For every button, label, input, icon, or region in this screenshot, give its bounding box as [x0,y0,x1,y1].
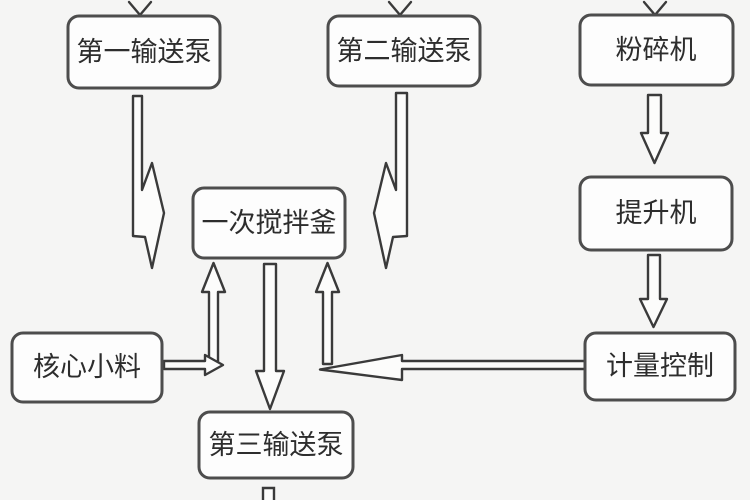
arrow-pump1-to-kettle1 [131,94,166,270]
node-pump1: 第一输送泵 [66,14,222,90]
arrow-top-into-pump1 [127,0,153,17]
node-elevator: 提升机 [578,175,734,252]
node-elevator-label: 提升机 [616,198,697,228]
node-pump1-label: 第一输送泵 [77,37,212,67]
node-pump2: 第二输送泵 [326,14,482,88]
node-pump2-label: 第二输送泵 [337,36,472,66]
arrow-pump2-to-kettle1 [372,91,409,270]
arrow-up-right-into-kettle1 [314,261,341,366]
node-crusher-label: 粉碎机 [616,35,697,65]
node-pump1-box [66,14,222,90]
node-kettle1-label: 一次搅拌釜 [202,208,337,238]
node-pump2-box [326,14,482,88]
arrow-up-left-into-kettle1 [200,261,227,365]
node-pump3-label: 第三输送泵 [209,430,344,460]
node-core-material: 核心小料 [10,331,164,404]
node-crusher: 粉碎机 [578,13,735,87]
arrow-elevator-to-metering [638,253,669,329]
node-kettle1: 一次搅拌釜 [191,186,347,260]
arrow-kettle1-to-pump3 [254,262,286,411]
node-kettle1-box [191,186,347,260]
node-core-material-box [10,331,164,404]
arrow-top-into-crusher [642,0,668,17]
node-elevator-box [578,175,734,252]
node-pump3-box [197,410,355,480]
arrow-crusher-to-elevator [639,93,670,165]
arrow-core-material-to-kettle1 [162,353,225,377]
node-crusher-box [578,13,735,87]
arrow-metering-to-kettle1 [318,353,587,382]
node-metering-box [583,331,737,402]
node-pump3: 第三输送泵 [197,410,355,480]
node-metering: 计量控制 [583,331,737,402]
node-core-material-label: 核心小料 [33,352,141,382]
arrow-top-into-pump2 [387,0,413,17]
arrow-pump3-to-offscreen-bottom [261,486,276,500]
node-metering-label: 计量控制 [606,351,714,381]
